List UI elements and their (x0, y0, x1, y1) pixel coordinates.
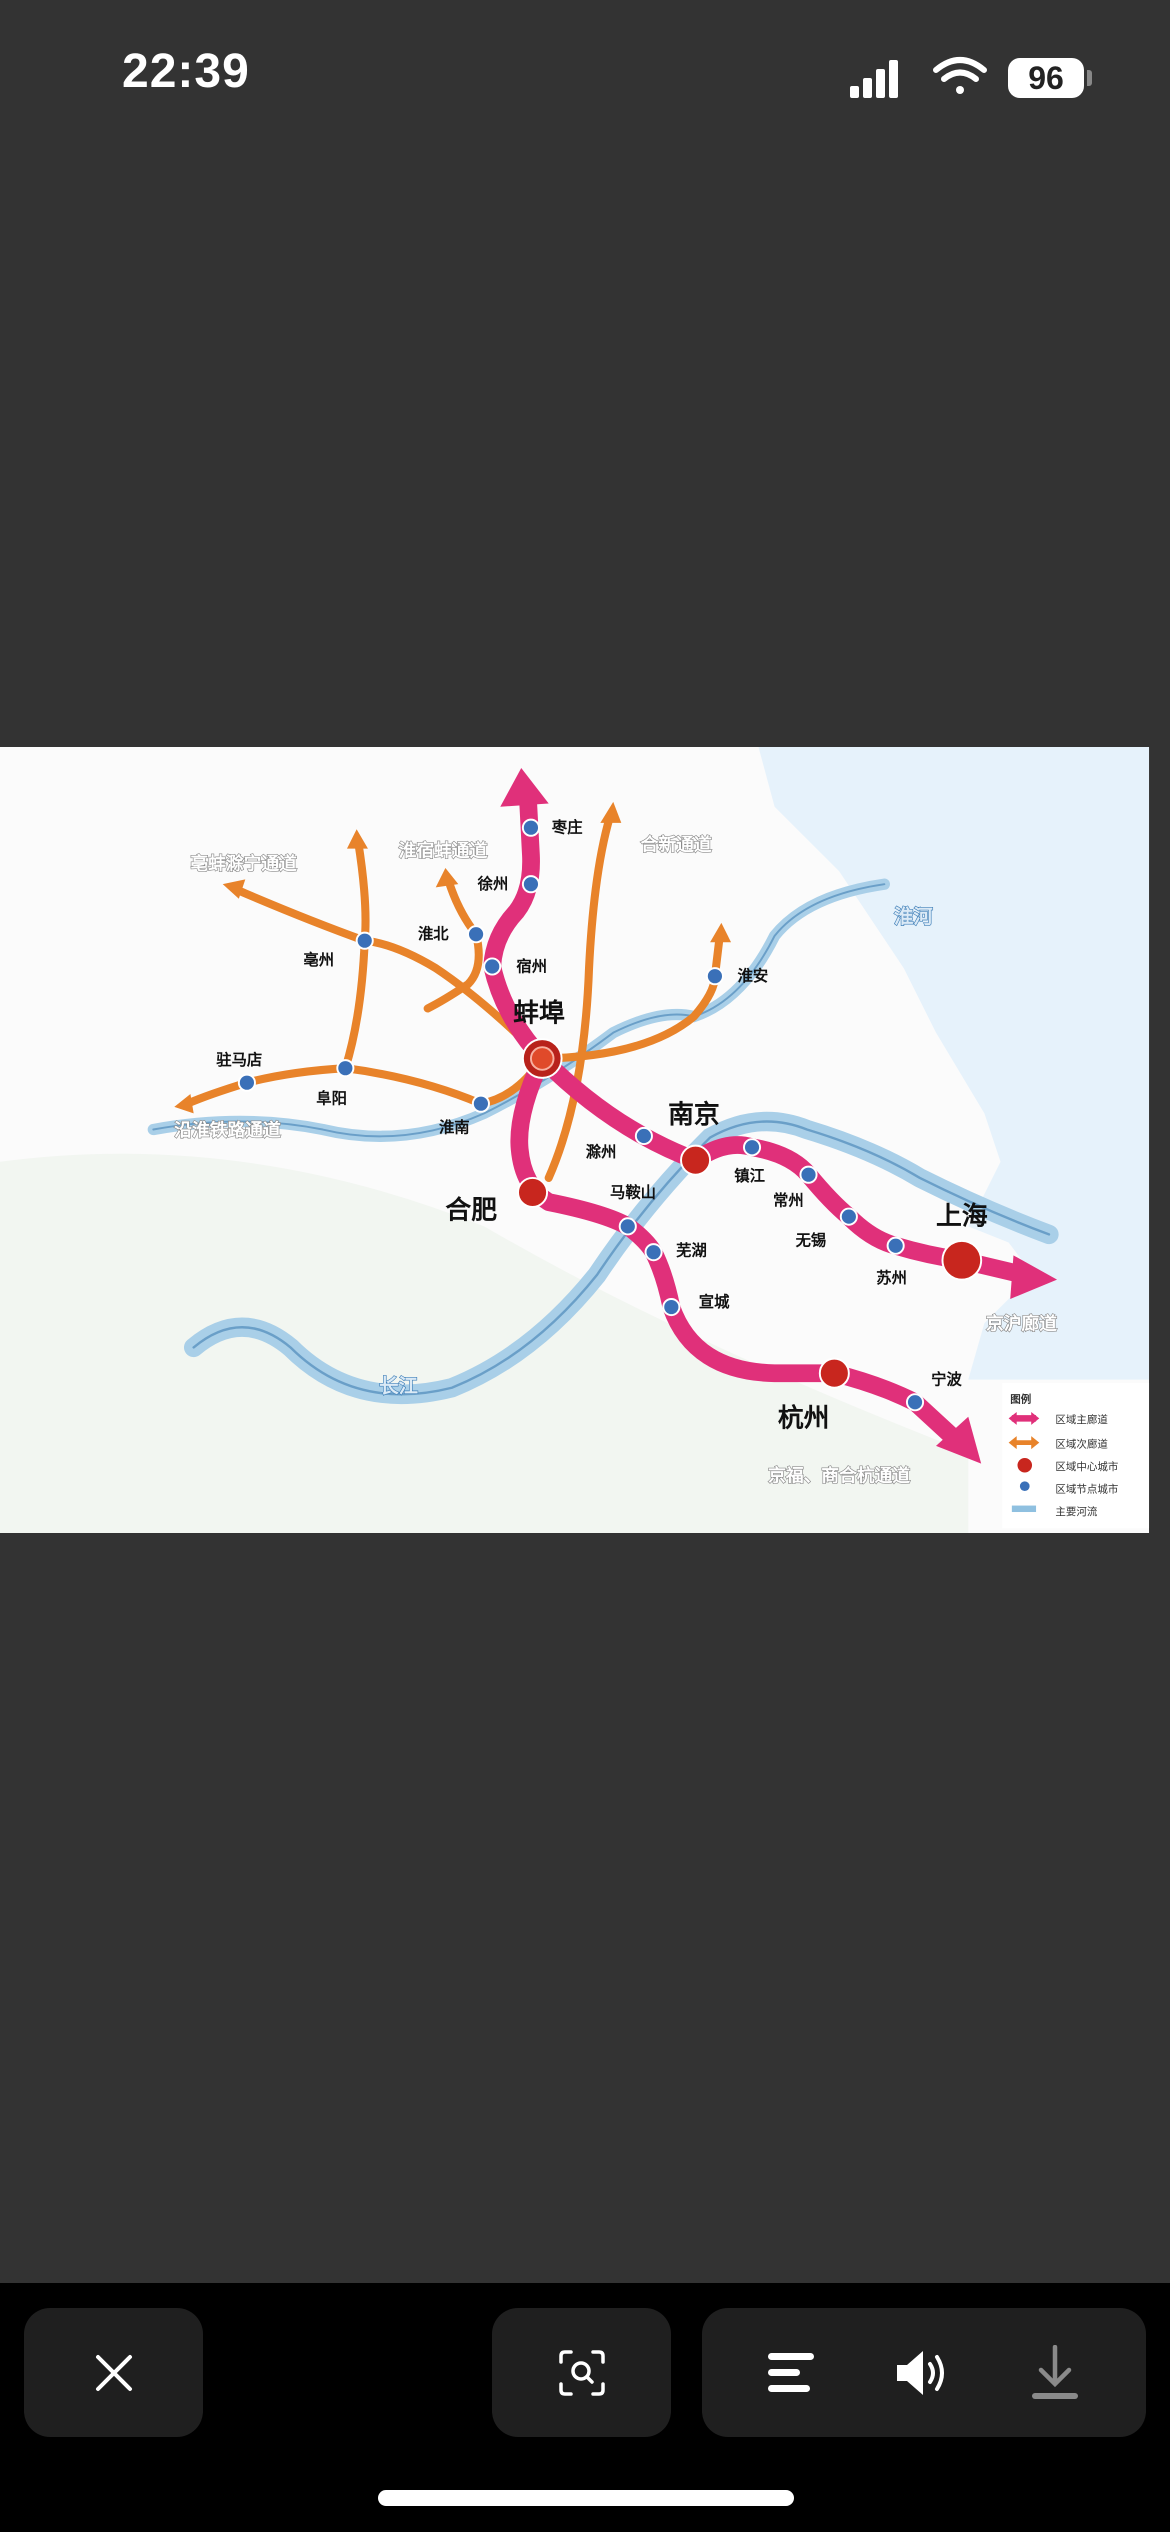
city-marker-xuzhou (521, 875, 540, 894)
city-marker-shanghai (941, 1239, 983, 1281)
city-marker-zaozhuang (521, 818, 540, 837)
city-marker-changzhou (799, 1165, 818, 1184)
legend-title: 图例 (1010, 1392, 1031, 1405)
city-marker-huaian (705, 967, 724, 986)
city-label: 宣城 (699, 1293, 730, 1311)
river-label-huaihe: 淮河 (894, 905, 933, 928)
city-label: 马鞍山 (610, 1183, 656, 1201)
city-marker-wuhu (644, 1243, 663, 1262)
city-marker-bozhou (355, 931, 374, 950)
corridor-label: 沿淮铁路通道 (174, 1119, 281, 1141)
wifi-icon (933, 57, 987, 94)
center-city-label: 南京 (668, 1099, 720, 1130)
legend-node-city-icon (1019, 1481, 1030, 1492)
city-label: 淮北 (418, 925, 449, 943)
corridor-label: 合新通道 (641, 833, 712, 855)
city-marker-wuxi (839, 1207, 858, 1226)
city-marker-zhumadian (237, 1073, 256, 1092)
corridor-label: 亳蚌滁宁通道 (190, 853, 297, 875)
visual-lookup-icon (547, 2308, 617, 2437)
city-label: 宁波 (931, 1371, 962, 1389)
legend-center-city-icon (1017, 1457, 1033, 1473)
actions-group (702, 2308, 1146, 2437)
corridor-label: 淮宿蚌通道 (399, 840, 488, 862)
legend-item: 区域中心城市 (1055, 1460, 1118, 1473)
legend-item: 主要河流 (1055, 1505, 1097, 1518)
main-corridor-arrowheads (500, 767, 1058, 1464)
land-green-tint (0, 1153, 969, 1533)
city-marker-huaibei (467, 925, 486, 944)
city-marker-hangzhou (818, 1357, 850, 1389)
status-time: 22:39 (122, 45, 250, 98)
city-marker-fuyang (336, 1059, 355, 1078)
center-city-label: 蚌埠 (513, 998, 565, 1028)
download-icon[interactable] (1020, 2308, 1090, 2437)
corridor-huai-su-beng (423, 876, 483, 1013)
visual-lookup-button[interactable] (492, 2308, 671, 2437)
corridor-jingfu (510, 1054, 962, 1446)
city-label: 宿州 (516, 957, 547, 975)
battery-tip (1087, 70, 1092, 86)
city-label: 芜湖 (676, 1241, 707, 1259)
close-icon (79, 2308, 149, 2437)
city-label: 徐州 (477, 875, 509, 893)
city-label: 淮南 (439, 1119, 470, 1137)
cellular-signal-icon (850, 60, 898, 98)
legend-item: 区域主廊道 (1055, 1413, 1108, 1426)
corridor-label: 京福、商合杭通道 (768, 1464, 910, 1486)
corridor-map[interactable]: 枣庄 徐州 淮北 宿州 淮安 亳州 阜阳 驻马店 淮南 滁州 马鞍山 芜湖 宣城… (0, 747, 1170, 1533)
secondary-corridor-arrowheads (174, 801, 732, 1114)
corridor-he-xin (544, 812, 615, 1182)
corridor-huaian (538, 931, 724, 1063)
city-marker-maanshan (618, 1217, 637, 1236)
city-marker-suzhou-ah (483, 957, 502, 976)
city-marker-xuancheng (662, 1298, 681, 1317)
city-marker-huainan (471, 1094, 490, 1113)
speaker-icon[interactable] (888, 2308, 958, 2437)
city-label: 常州 (773, 1191, 804, 1209)
legend-item: 区域节点城市 (1055, 1483, 1118, 1496)
city-label: 镇江 (734, 1167, 765, 1185)
city-label: 枣庄 (551, 819, 583, 837)
city-label: 苏州 (876, 1269, 907, 1287)
corridor-bo-beng-chu-ning (234, 886, 547, 1063)
status-icons (850, 57, 987, 98)
center-city-label: 杭州 (778, 1402, 830, 1433)
center-city-label: 合肥 (445, 1194, 497, 1225)
corridor-label: 京沪廊道 (986, 1313, 1057, 1335)
home-indicator[interactable] (378, 2490, 794, 2506)
close-button[interactable] (24, 2308, 203, 2437)
city-label: 无锡 (796, 1232, 827, 1250)
city-marker-nanjing (680, 1144, 712, 1176)
city-marker-zhenjiang (742, 1138, 762, 1157)
city-label: 阜阳 (316, 1090, 347, 1108)
river-label-changjiang: 长江 (379, 1375, 418, 1398)
center-city-label: 上海 (936, 1202, 988, 1232)
city-marker-ningbo (905, 1393, 925, 1412)
node-cities (237, 818, 925, 1412)
city-marker-hefei (517, 1176, 549, 1208)
city-marker-suzhou-js (886, 1236, 905, 1255)
map-legend: 图例 区域主廊道 区域次廊道 区域中心城市 区域节点城市 主要河流 (1002, 1382, 1150, 1529)
bottom-toolbar (0, 2283, 1170, 2532)
city-marker-chuzhou (634, 1126, 653, 1146)
sea (758, 747, 1150, 1380)
text-lines-icon[interactable] (756, 2308, 826, 2437)
city-label: 滁州 (586, 1143, 617, 1161)
city-label: 淮安 (738, 967, 769, 985)
center-cities (517, 1038, 983, 1389)
city-label: 亳州 (303, 951, 334, 969)
legend-river-icon (1011, 1505, 1037, 1513)
legend-item: 区域次廊道 (1055, 1437, 1108, 1450)
battery-indicator: 96 (1008, 58, 1084, 98)
city-label: 驻马店 (216, 1051, 262, 1069)
